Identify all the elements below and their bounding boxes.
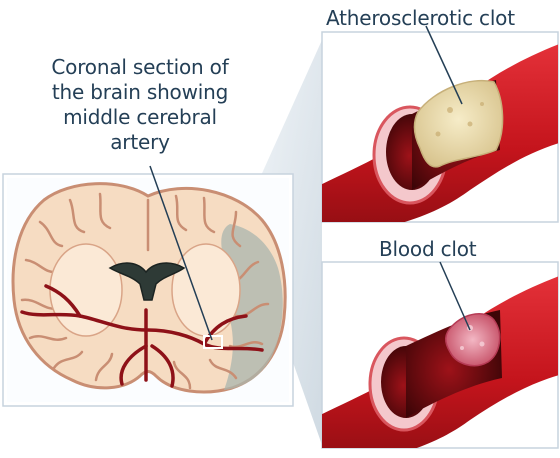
blood-clot-title: Blood clot <box>379 237 477 261</box>
blood-clot-panel <box>321 261 559 449</box>
brain-caption-line: middle cerebral <box>63 105 217 129</box>
brain-caption: Coronal section of the brain showing mid… <box>30 55 250 155</box>
lateral-ventricles <box>108 262 186 301</box>
brain-caption-line: Coronal section of <box>51 55 229 79</box>
brain-caption-line: the brain showing <box>51 80 229 104</box>
blood-clot <box>445 313 501 367</box>
atherosclerotic-panel <box>321 25 559 223</box>
artery-highlight-box <box>203 335 223 349</box>
caption-pointer-line <box>149 165 213 341</box>
athero-pointer-line <box>425 25 463 105</box>
blood-pointer-line <box>439 261 471 331</box>
atherosclerotic-plaque <box>413 79 504 168</box>
atherosclerotic-clot-title: Atherosclerotic clot <box>326 6 515 30</box>
brain-panel <box>2 165 294 407</box>
brain-caption-line: artery <box>110 130 170 154</box>
